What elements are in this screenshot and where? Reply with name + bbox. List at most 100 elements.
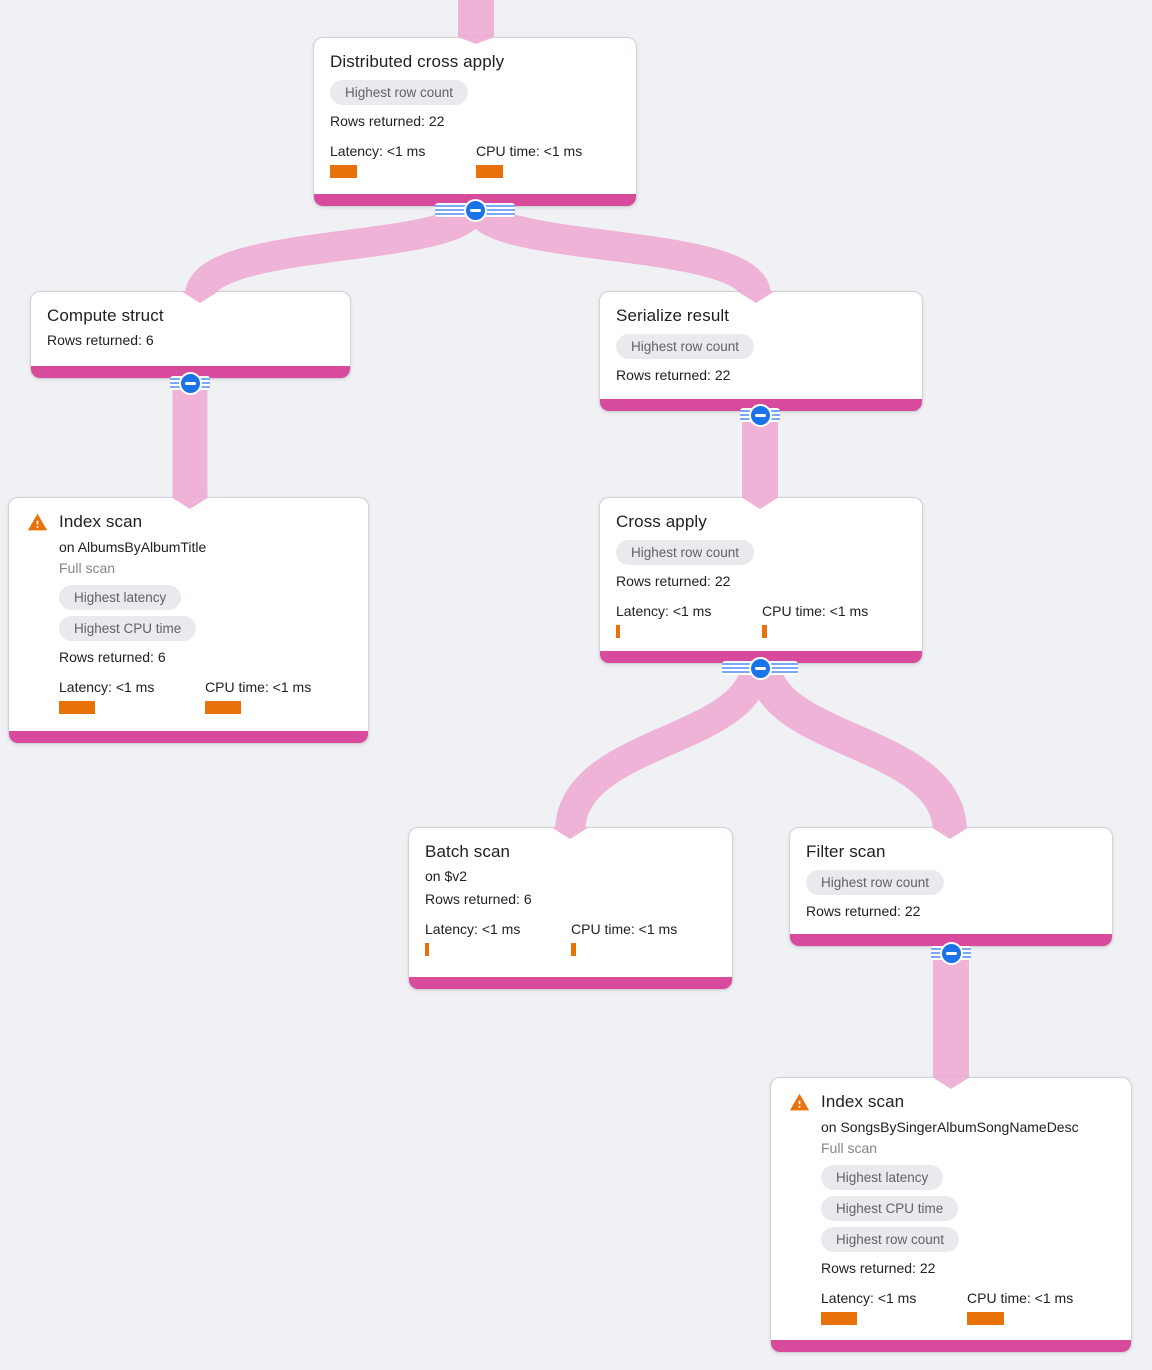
rows-returned: Rows returned: 22 — [821, 1260, 936, 1276]
node-metrics: Latency: <1 ms CPU time: <1 ms — [425, 920, 717, 956]
minus-circle-icon — [939, 941, 963, 965]
badge-highest-latency: Highest latency — [821, 1165, 944, 1190]
node-title: Filter scan — [806, 842, 886, 861]
scan-target: on $v2 — [425, 868, 468, 884]
node-title: Index scan — [821, 1092, 905, 1111]
badge-highest-row-count: Highest row count — [330, 80, 469, 105]
plan-node-batch-scan[interactable]: Batch scan on $v2 Rows returned: 6 Laten… — [408, 827, 733, 990]
minus-circle-icon — [463, 198, 487, 222]
node-title: Distributed cross apply — [330, 52, 505, 71]
rows-returned: Rows returned: 22 — [806, 903, 921, 919]
node-accent-strip — [790, 934, 1112, 946]
latency-label: Latency: <1 ms — [821, 1290, 917, 1306]
node-metrics: Latency: <1 ms CPU time: <1 ms — [330, 142, 622, 178]
collapse-button-cross-apply[interactable] — [722, 656, 798, 680]
latency-bar — [616, 625, 620, 638]
node-body: Serialize result Highest row count Rows … — [600, 292, 922, 399]
badge-highest-row-count: Highest row count — [806, 870, 945, 895]
plan-node-serialize-result[interactable]: Serialize result Highest row count Rows … — [599, 291, 923, 412]
minus-glyph — [754, 666, 766, 670]
badge-highest-cpu-time: Highest CPU time — [821, 1196, 959, 1221]
node-badges: Highest latency Highest CPU time — [59, 585, 197, 641]
edge-distributed-cross-apply-to-compute-struct — [185, 201, 487, 300]
latency-bar — [821, 1312, 857, 1325]
collapse-button-compute-struct[interactable] — [170, 371, 210, 395]
latency-bar — [59, 701, 95, 714]
node-title: Index scan — [59, 512, 143, 531]
edge-cross-apply-to-batch-scan — [555, 660, 771, 834]
node-title: Cross apply — [616, 512, 707, 531]
collapse-button-serialize-result[interactable] — [740, 403, 780, 427]
minus-circle-icon — [748, 656, 772, 680]
node-badges: Highest row count — [616, 540, 755, 565]
rows-returned: Rows returned: 22 — [616, 367, 731, 383]
latency-label: Latency: <1 ms — [59, 679, 155, 695]
node-badges: Highest row count — [806, 870, 945, 895]
cpu-time-label: CPU time: <1 ms — [571, 921, 678, 937]
rows-returned: Rows returned: 22 — [330, 113, 445, 129]
node-details: on SongsBySingerAlbumSongNameDesc Full s… — [821, 1113, 1113, 1325]
scan-type: Full scan — [821, 1140, 878, 1156]
collapse-button-filter-scan[interactable] — [931, 941, 971, 965]
node-body: Batch scan on $v2 Rows returned: 6 Laten… — [409, 828, 732, 977]
minus-glyph — [184, 381, 196, 385]
node-title: Batch scan — [425, 842, 511, 861]
scan-target: on AlbumsByAlbumTitle — [59, 539, 207, 555]
node-metrics: Latency: <1 ms CPU time: <1 ms — [821, 1289, 1113, 1325]
latency-bar — [330, 165, 357, 178]
plan-node-index-scan-albums[interactable]: Index scan on AlbumsByAlbumTitle Full sc… — [8, 497, 369, 744]
node-body: Compute struct Rows returned: 6 — [31, 292, 350, 366]
cpu-metric: CPU time: <1 ms — [762, 602, 908, 638]
node-badges: Highest latency Highest CPU time Highest… — [821, 1165, 960, 1252]
rows-returned: Rows returned: 6 — [425, 891, 532, 907]
badge-highest-cpu-time: Highest CPU time — [59, 616, 197, 641]
cpu-time-label: CPU time: <1 ms — [967, 1290, 1074, 1306]
latency-metric: Latency: <1 ms — [59, 678, 205, 714]
node-body: Index scan on SongsBySingerAlbumSongName… — [771, 1078, 1131, 1340]
cpu-metric: CPU time: <1 ms — [205, 678, 351, 714]
cpu-time-bar — [967, 1312, 1004, 1325]
node-body: Index scan on AlbumsByAlbumTitle Full sc… — [9, 498, 368, 731]
cpu-metric: CPU time: <1 ms — [571, 920, 717, 956]
plan-node-cross-apply[interactable]: Cross apply Highest row count Rows retur… — [599, 497, 923, 664]
node-metrics: Latency: <1 ms CPU time: <1 ms — [616, 602, 908, 638]
collapse-button-distributed-cross-apply[interactable] — [435, 198, 515, 222]
minus-glyph — [945, 951, 957, 955]
cpu-time-bar — [476, 165, 503, 178]
node-title-row: Index scan — [27, 511, 142, 533]
cpu-time-bar — [205, 701, 241, 714]
cpu-time-label: CPU time: <1 ms — [762, 603, 869, 619]
rows-returned: Rows returned: 22 — [616, 573, 731, 589]
latency-metric: Latency: <1 ms — [330, 142, 476, 178]
latency-metric: Latency: <1 ms — [821, 1289, 967, 1325]
rows-returned: Rows returned: 6 — [47, 332, 154, 348]
plan-node-distributed-cross-apply[interactable]: Distributed cross apply Highest row coun… — [313, 37, 637, 207]
badge-highest-row-count: Highest row count — [821, 1227, 960, 1252]
node-title: Compute struct — [47, 306, 164, 325]
plan-node-filter-scan[interactable]: Filter scan Highest row count Rows retur… — [789, 827, 1113, 947]
latency-label: Latency: <1 ms — [425, 921, 521, 937]
cpu-time-bar — [571, 943, 576, 956]
badge-highest-row-count: Highest row count — [616, 540, 755, 565]
node-metrics: Latency: <1 ms CPU time: <1 ms — [59, 678, 351, 714]
latency-label: Latency: <1 ms — [330, 143, 426, 159]
node-body: Distributed cross apply Highest row coun… — [314, 38, 636, 194]
plan-node-compute-struct[interactable]: Compute struct Rows returned: 6 — [30, 291, 351, 379]
badge-highest-latency: Highest latency — [59, 585, 182, 610]
node-title: Serialize result — [616, 306, 730, 325]
node-details: on AlbumsByAlbumTitle Full scan Highest … — [59, 533, 351, 714]
scan-type: Full scan — [59, 560, 116, 576]
cpu-time-label: CPU time: <1 ms — [205, 679, 312, 695]
latency-label: Latency: <1 ms — [616, 603, 712, 619]
node-accent-strip — [409, 977, 732, 989]
plan-node-index-scan-songs[interactable]: Index scan on SongsBySingerAlbumSongName… — [770, 1077, 1132, 1353]
cpu-metric: CPU time: <1 ms — [967, 1289, 1113, 1325]
node-badges: Highest row count — [616, 334, 755, 359]
warning-icon — [27, 513, 48, 530]
cpu-metric: CPU time: <1 ms — [476, 142, 622, 178]
cpu-time-label: CPU time: <1 ms — [476, 143, 583, 159]
node-body: Filter scan Highest row count Rows retur… — [790, 828, 1112, 934]
latency-bar — [425, 943, 429, 956]
edge-cross-apply-to-filter-scan — [747, 660, 967, 834]
